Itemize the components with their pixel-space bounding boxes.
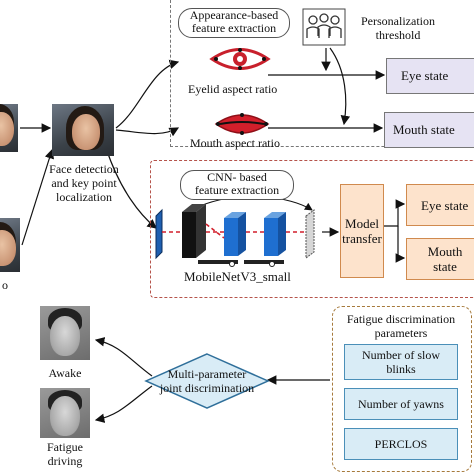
- arrow-transfer-to-eye: [384, 199, 406, 227]
- appearance-mouth-state-box: Mouth state: [384, 112, 474, 148]
- fatigue-label: Fatigue driving: [47, 440, 83, 468]
- param-yawns: Number of yawns: [344, 388, 458, 420]
- cnn-eye-state-box: Eye state: [406, 184, 474, 226]
- fatigue-parameters-box: [332, 306, 472, 472]
- cnn-mouth-state-box: Mouth state: [406, 238, 474, 280]
- decision-label: Multi-parameter joint discrimination: [159, 367, 255, 395]
- face-detection-photo: [52, 104, 114, 156]
- fatigue-photo: [40, 388, 90, 438]
- personalization-threshold-label: Personalization threshold: [361, 14, 435, 42]
- arrow-to-eyelid: [115, 59, 180, 129]
- mobilenet-label: MobileNetV3_small: [184, 269, 291, 284]
- param-slow-blinks: Number of slow blinks: [344, 344, 458, 380]
- appearance-feature-box: [170, 0, 474, 147]
- appearance-title: Appearance-based feature extraction: [178, 8, 290, 38]
- mouth-icon: [214, 113, 270, 135]
- param-perclos: PERCLOS: [344, 428, 458, 460]
- people-icon: [302, 8, 346, 46]
- eye-icon: [209, 48, 271, 70]
- arrow-decision-to-awake: [94, 337, 153, 377]
- left-cropped-label: o: [2, 278, 8, 292]
- model-transfer-box: Model transfer: [340, 184, 384, 278]
- arrow-transfer-to-mouth: [395, 226, 406, 263]
- cnn-feature-box: [150, 160, 474, 298]
- arrow-to-mouth: [115, 127, 180, 137]
- fatigue-parameters-title: Fatigue discrimination parameters: [346, 312, 456, 340]
- face-detection-label: Face detection and key point localizatio…: [49, 162, 119, 204]
- arrow-decision-to-fatigue: [94, 385, 153, 423]
- driver-photo-bottom: [0, 218, 20, 272]
- cnn-title: CNN- based feature extraction: [180, 170, 294, 200]
- arrow-bottom-photo-to-face: [21, 148, 55, 246]
- arrow-to-cnn: [105, 147, 157, 229]
- mouth-aspect-ratio-label: Mouth aspect ratio: [190, 136, 280, 150]
- mobilenet-diagram: [155, 204, 315, 267]
- awake-label: Awake: [48, 366, 82, 380]
- arrow-threshold-to-mouth: [329, 47, 351, 126]
- driver-photo-top: [0, 104, 18, 152]
- awake-photo: [40, 306, 90, 360]
- eyelid-aspect-ratio-label: Eyelid aspect ratio: [188, 82, 278, 96]
- decision-diamond: [144, 353, 270, 409]
- appearance-eye-state-box: Eye state: [386, 58, 474, 94]
